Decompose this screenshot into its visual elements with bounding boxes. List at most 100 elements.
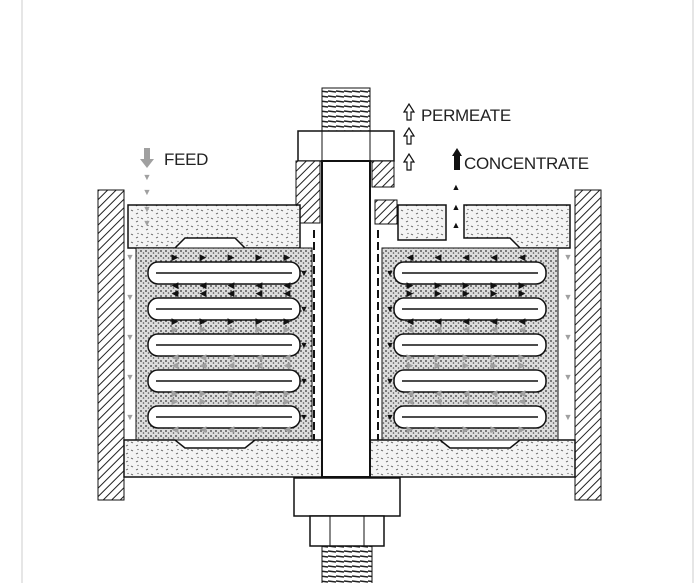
flow-arrow-icon: ▶ xyxy=(228,388,235,398)
flow-arrow-icon: ▼ xyxy=(126,252,135,262)
flow-arrow-icon: ▶ xyxy=(519,360,526,370)
flow-arrow-icon: ◀ xyxy=(519,388,526,398)
flow-arrow-icon: ▼ xyxy=(300,340,309,350)
flow-arrow-icon: ▶ xyxy=(519,288,526,298)
flow-arrow-icon: ◀ xyxy=(200,360,207,370)
flow-arrow-icon: ◀ xyxy=(256,352,263,362)
flow-arrow-icon: ▶ xyxy=(491,280,498,290)
flow-arrow-icon: ▶ xyxy=(435,424,442,434)
flow-arrow-icon: ▲ xyxy=(452,220,461,230)
flow-arrow-icon: ▶ xyxy=(256,324,263,334)
flow-arrow-icon: ▶ xyxy=(228,396,235,406)
bottom-threaded-rod xyxy=(321,545,373,583)
flow-arrow-icon: ▶ xyxy=(491,424,498,434)
central-rod xyxy=(321,160,371,478)
flow-arrow-icon: ◀ xyxy=(435,252,442,262)
flow-arrow-icon: ▼ xyxy=(126,292,135,302)
flow-arrow-icon: ▶ xyxy=(228,324,235,334)
flow-arrow-icon: ◀ xyxy=(407,388,414,398)
flow-arrow-icon: ◀ xyxy=(228,352,235,362)
flow-arrow-icon: ▼ xyxy=(564,252,573,262)
flow-arrow-icon: ▼ xyxy=(126,332,135,342)
flow-arrow-icon: ◀ xyxy=(172,288,179,298)
flow-arrow-icon: ▶ xyxy=(491,360,498,370)
flow-arrow-icon: ◀ xyxy=(407,396,414,406)
permeate-arrow-icon xyxy=(402,102,416,171)
flow-arrow-icon: ▶ xyxy=(463,360,470,370)
flow-arrow-icon: ▼ xyxy=(143,218,152,228)
flow-arrow-icon: ◀ xyxy=(519,396,526,406)
flow-arrow-icon: ▶ xyxy=(435,280,442,290)
flow-arrow-icon: ◀ xyxy=(284,288,291,298)
flow-arrow-icon: ▶ xyxy=(172,324,179,334)
flow-arrow-icon: ▶ xyxy=(228,316,235,326)
flow-arrow-icon: ◀ xyxy=(407,316,414,326)
flow-arrow-icon: ▼ xyxy=(564,372,573,382)
flow-arrow-icon: ◀ xyxy=(172,352,179,362)
flow-arrow-icon: ◀ xyxy=(228,360,235,370)
flow-arrow-icon: ▼ xyxy=(126,412,135,422)
flow-arrow-icon: ▼ xyxy=(386,340,395,350)
flow-arrow-icon: ◀ xyxy=(491,316,498,326)
flow-arrow-icon: ◀ xyxy=(284,360,291,370)
flow-arrow-icon: ▶ xyxy=(519,352,526,362)
flow-arrow-icon: ▼ xyxy=(386,304,395,314)
flow-arrow-icon: ▼ xyxy=(143,172,152,182)
flow-arrow-icon: ▶ xyxy=(228,252,235,262)
flow-arrow-icon: ◀ xyxy=(228,280,235,290)
flow-arrow-icon: ▶ xyxy=(200,252,207,262)
top-threaded-rod xyxy=(321,87,371,132)
flow-arrow-icon: ▶ xyxy=(407,280,414,290)
flow-arrow-icon: ◀ xyxy=(491,324,498,334)
flow-arrow-icon: ◀ xyxy=(172,360,179,370)
bottom-nut xyxy=(293,477,401,517)
flow-arrow-icon: ▶ xyxy=(172,388,179,398)
flow-arrow-icon: ◀ xyxy=(200,288,207,298)
flow-arrow-icon: ▶ xyxy=(491,352,498,362)
flow-arrow-icon: ◀ xyxy=(172,424,179,434)
flow-arrow-icon: ▶ xyxy=(407,288,414,298)
flow-arrow-icon: ◀ xyxy=(407,252,414,262)
flow-arrow-icon: ▶ xyxy=(435,360,442,370)
feed-label: FEED xyxy=(164,150,209,169)
flow-arrow-icon: ▶ xyxy=(519,424,526,434)
flow-arrow-icon: ▼ xyxy=(300,376,309,386)
flow-arrow-icon: ▶ xyxy=(407,360,414,370)
flow-arrow-icon: ▶ xyxy=(407,424,414,434)
flow-arrow-icon: ▶ xyxy=(284,324,291,334)
flow-arrow-icon: ▶ xyxy=(256,316,263,326)
flow-arrow-icon: ◀ xyxy=(256,288,263,298)
flow-arrow-icon: ▶ xyxy=(256,252,263,262)
flow-arrow-icon: ◀ xyxy=(256,360,263,370)
flow-arrow-icon: ▲ xyxy=(452,202,461,212)
flow-arrow-icon: ▶ xyxy=(463,352,470,362)
flow-arrow-icon: ▶ xyxy=(463,288,470,298)
top-nut xyxy=(297,130,395,162)
flow-arrow-icon: ◀ xyxy=(519,324,526,334)
flow-arrow-icon: ◀ xyxy=(284,424,291,434)
flow-arrow-icon: ◀ xyxy=(435,324,442,334)
right-housing-wall xyxy=(574,189,602,501)
flow-arrow-icon: ◀ xyxy=(172,280,179,290)
flow-arrow-icon: ▶ xyxy=(284,316,291,326)
flow-arrow-icon: ▶ xyxy=(200,388,207,398)
flow-arrow-icon: ◀ xyxy=(435,316,442,326)
flow-arrow-icon: ▶ xyxy=(463,280,470,290)
flow-arrow-icon: ◀ xyxy=(491,388,498,398)
flow-arrow-icon: ◀ xyxy=(284,352,291,362)
flow-arrow-icon: ▼ xyxy=(386,376,395,386)
flow-arrow-icon: ◀ xyxy=(463,324,470,334)
flow-arrow-icon: ◀ xyxy=(519,316,526,326)
left-housing-wall xyxy=(97,189,125,501)
flow-arrow-icon: ◀ xyxy=(228,424,235,434)
flow-arrow-icon: ▶ xyxy=(519,280,526,290)
flow-arrow-icon: ◀ xyxy=(491,396,498,406)
feed-arrow-icon xyxy=(140,148,154,168)
flow-arrow-icon: ▶ xyxy=(435,288,442,298)
top-end-plate-right xyxy=(397,204,447,241)
flow-arrow-icon: ▶ xyxy=(491,288,498,298)
flow-arrow-icon: ◀ xyxy=(435,396,442,406)
flow-arrow-icon: ◀ xyxy=(256,424,263,434)
